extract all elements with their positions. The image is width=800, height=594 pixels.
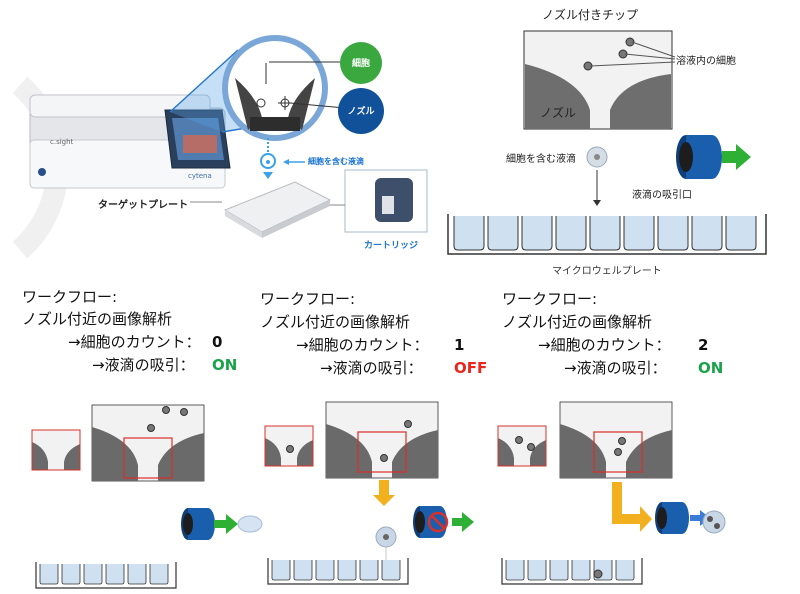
nozzle-label: ノズル bbox=[540, 106, 577, 120]
suction-value: ON bbox=[698, 359, 724, 377]
droplet-label: 細胞を含む液滴 bbox=[308, 157, 364, 166]
suction-label: →液滴の吸引： bbox=[92, 356, 195, 374]
instrument-drawing bbox=[12, 35, 428, 259]
microwell-plate-label: マイクロウェルプレート bbox=[552, 266, 662, 277]
workflow-3-diagram bbox=[497, 401, 726, 585]
workflow-subheader: ノズル付近の画像解析 bbox=[22, 310, 173, 328]
suction-port-label: 液滴の吸引口 bbox=[632, 190, 692, 201]
nozzle-bubble-label: ノズル bbox=[347, 107, 375, 117]
cell-count-value: 0 bbox=[212, 333, 223, 351]
logo-label: cytena bbox=[188, 172, 212, 180]
cell-count-value: 1 bbox=[454, 336, 465, 354]
suction-value: ON bbox=[212, 356, 238, 374]
cell-count-value: 2 bbox=[698, 336, 709, 354]
cell-bubble-label: 細胞 bbox=[351, 59, 370, 69]
workflow-2-diagram bbox=[264, 401, 474, 585]
cell-count-label: →細胞のカウント： bbox=[538, 336, 671, 354]
chip-panel: ノズル付きチップ bbox=[440, 0, 800, 280]
workflow-header: ワークフロー: bbox=[22, 288, 118, 306]
droplet-with-cell-label: 細胞を含む液滴 bbox=[506, 154, 576, 165]
workflow-subheader: ノズル付近の画像解析 bbox=[502, 313, 653, 331]
cells-in-solution-label: 溶液内の細胞 bbox=[676, 56, 736, 67]
cell-count-label: →細胞のカウント： bbox=[68, 333, 201, 351]
workflow-1-diagram bbox=[31, 404, 263, 589]
cartridge-label: カートリッジ bbox=[364, 241, 419, 251]
workflow-1-text: ワークフロー: ノズル付近の画像解析 →細胞のカウント： 0 →液滴の吸引： O… bbox=[0, 286, 260, 386]
nozzle-bubble bbox=[338, 88, 384, 134]
workflow-header: ワークフロー: bbox=[502, 290, 598, 308]
suction-label: →液滴の吸引： bbox=[564, 359, 667, 377]
suction-value: OFF bbox=[454, 359, 488, 377]
workflow-2-text: ワークフロー: ノズル付近の画像解析 →細胞のカウント： 1 →液滴の吸引： O… bbox=[240, 286, 500, 386]
chip-title: ノズル付きチップ bbox=[542, 8, 639, 22]
suction-label: →液滴の吸引： bbox=[320, 359, 423, 377]
target-plate-label: ターゲットプレート bbox=[98, 200, 188, 211]
instrument-illustration: 細胞 ノズル c.sight cytena 細胞を含む液滴 ターゲットプレート … bbox=[0, 0, 440, 270]
workflow-3-text: ワークフロー: ノズル付近の画像解析 →細胞のカウント： 2 →液滴の吸引： O… bbox=[480, 286, 780, 386]
microwell-wells bbox=[453, 216, 757, 251]
brand-label: c.sight bbox=[50, 138, 74, 146]
cell-bubble bbox=[340, 42, 382, 84]
cell-count-label: →細胞のカウント： bbox=[296, 336, 429, 354]
workflow-subheader: ノズル付近の画像解析 bbox=[260, 313, 411, 331]
chip-drawing bbox=[447, 30, 767, 255]
workflow-header: ワークフロー: bbox=[260, 290, 356, 308]
